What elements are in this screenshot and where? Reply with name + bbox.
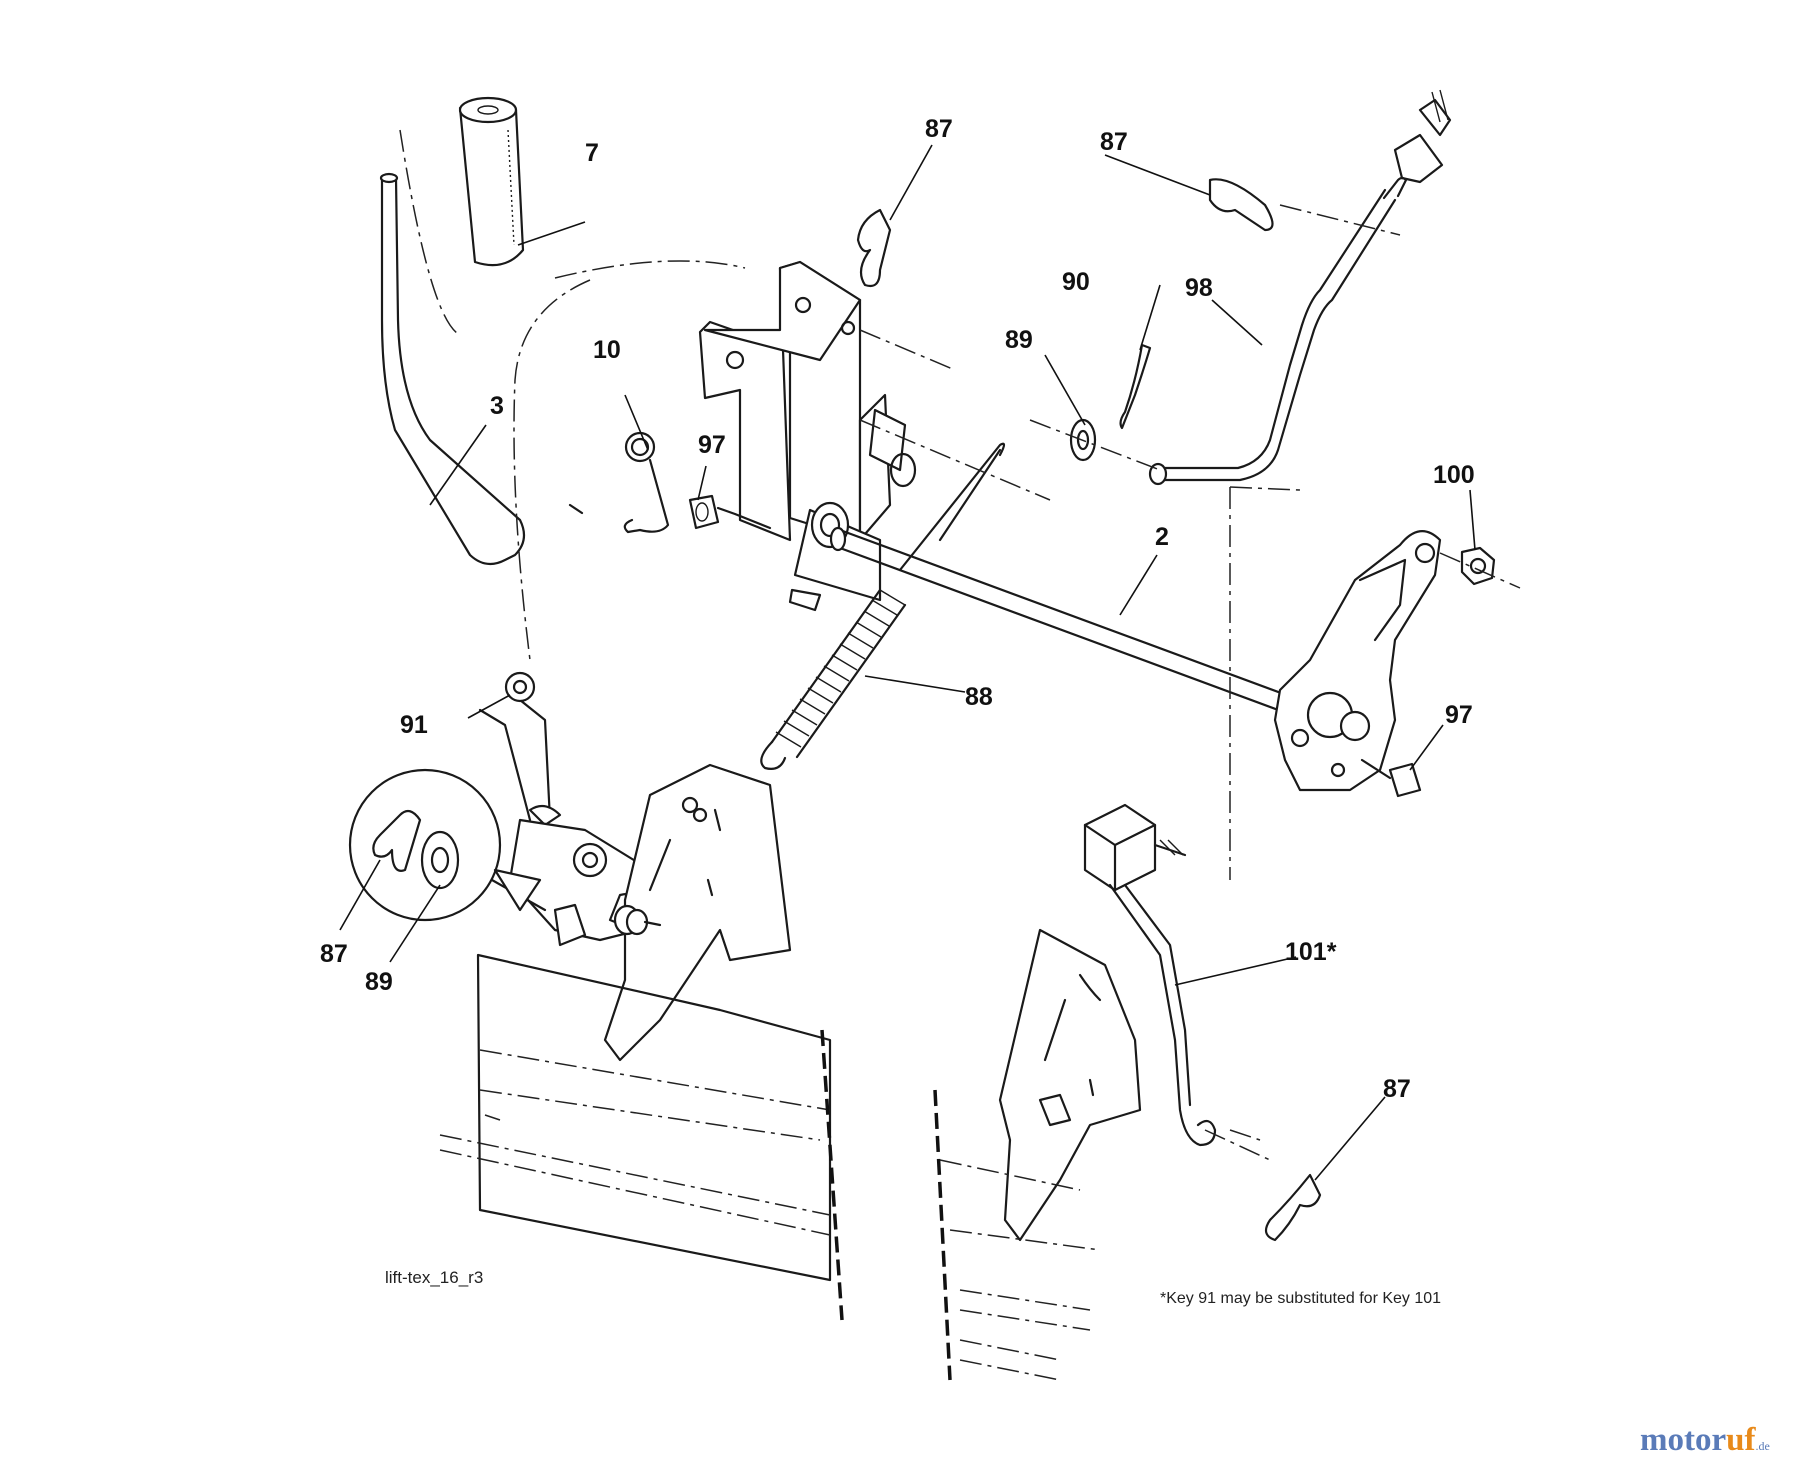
lift-link-rod bbox=[478, 671, 562, 827]
callout-100: 100 bbox=[1433, 461, 1475, 489]
bolt-right bbox=[1360, 758, 1422, 798]
watermark-suffix: .de bbox=[1755, 1439, 1770, 1453]
diagram-code: lift-tex_16_r3 bbox=[385, 1268, 484, 1287]
callout-89-upper: 89 bbox=[1005, 326, 1033, 354]
hair-pin-clip-upper-left bbox=[856, 208, 892, 288]
watermark-part2: uf bbox=[1726, 1422, 1756, 1458]
hair-pin-clip-lower-right bbox=[1264, 1173, 1322, 1242]
lift-shaft bbox=[829, 526, 1302, 720]
callout-98: 98 bbox=[1185, 274, 1213, 302]
callout-87-detail: 87 bbox=[320, 940, 348, 968]
extension-spring bbox=[760, 442, 1006, 770]
callout-97-right: 97 bbox=[1445, 701, 1473, 729]
adjustment-rod bbox=[1148, 89, 1452, 486]
lift-arm-right bbox=[1273, 530, 1442, 792]
callout-labels: 7 3 10 97 87 87 90 98 89 100 2 88 91 97 … bbox=[320, 115, 1475, 1103]
callout-2: 2 bbox=[1155, 523, 1169, 551]
torsion-spring bbox=[623, 431, 670, 534]
callout-10: 10 bbox=[593, 336, 621, 364]
mounting-bracket bbox=[698, 260, 917, 612]
callout-101: 101* bbox=[1285, 938, 1337, 966]
bolt-stack-left bbox=[613, 904, 662, 936]
callout-97-left: 97 bbox=[698, 431, 726, 459]
deck-bracket-left bbox=[603, 763, 792, 1062]
hex-nut bbox=[1460, 546, 1496, 586]
callout-90: 90 bbox=[1062, 268, 1090, 296]
watermark-logo: motoruf.de bbox=[1640, 1422, 1770, 1459]
handle-grip bbox=[458, 96, 525, 267]
callout-91: 91 bbox=[400, 711, 428, 739]
hair-pin-clip bbox=[1119, 343, 1152, 430]
deck-bracket-right bbox=[998, 928, 1142, 1242]
callout-leaders bbox=[339, 144, 1476, 1181]
detail-circle bbox=[348, 768, 547, 922]
callout-87-bottom: 87 bbox=[1383, 1075, 1411, 1103]
callout-88: 88 bbox=[965, 683, 993, 711]
callout-3: 3 bbox=[490, 392, 504, 420]
watermark-part1: motor bbox=[1640, 1422, 1727, 1458]
deck-housing-right bbox=[939, 1129, 1261, 1381]
callout-89-detail: 89 bbox=[365, 968, 393, 996]
lift-lever-rod bbox=[379, 172, 584, 566]
callout-87-top-right: 87 bbox=[1100, 128, 1128, 156]
footnote: *Key 91 may be substituted for Key 101 bbox=[1160, 1290, 1442, 1307]
lift-link-101 bbox=[1083, 803, 1217, 1147]
hair-pin-clip-upper-right bbox=[1208, 178, 1274, 232]
bolt-left bbox=[688, 494, 772, 530]
callout-7: 7 bbox=[585, 139, 599, 167]
callout-87-top: 87 bbox=[925, 115, 953, 143]
